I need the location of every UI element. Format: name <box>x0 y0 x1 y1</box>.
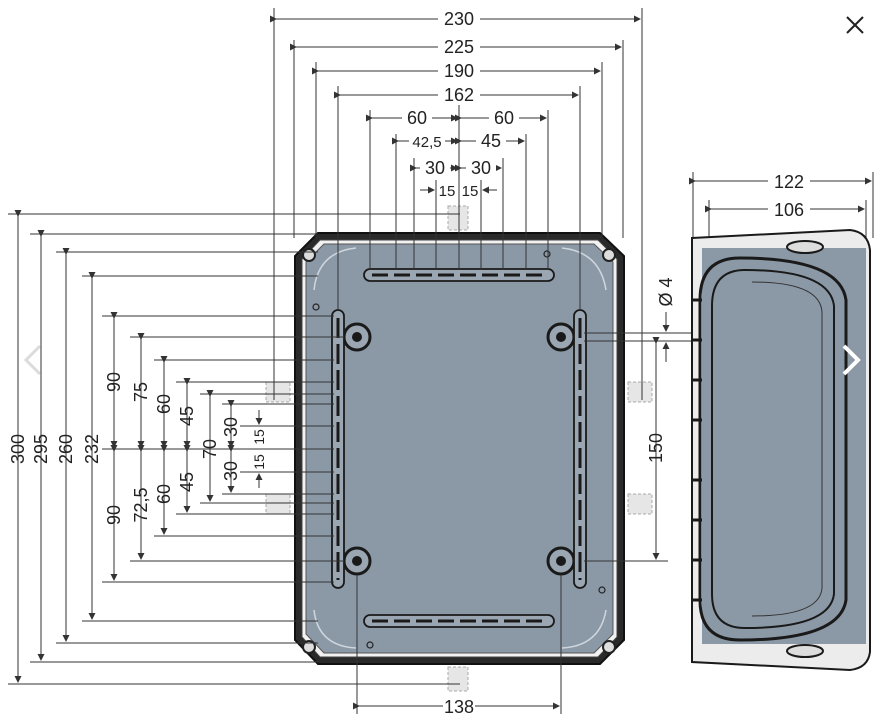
enclosure-panel <box>305 243 614 654</box>
dim-label: 42,5 <box>412 134 441 151</box>
dim-label: 30 <box>471 158 491 178</box>
chevron-right-icon <box>842 344 861 376</box>
dim-label: 45 <box>177 472 197 492</box>
dim-label: 45 <box>177 406 197 426</box>
dim-label: 295 <box>31 434 51 464</box>
rail-slot-left <box>331 309 345 589</box>
mounting-boss <box>546 322 576 352</box>
mounting-boss <box>546 546 576 576</box>
dim-label: 75 <box>131 382 151 402</box>
dim-label: 190 <box>444 61 474 81</box>
dim-label: 150 <box>646 433 666 463</box>
close-button[interactable] <box>840 10 870 40</box>
dim-label: 60 <box>494 108 514 128</box>
dim-label: 15 <box>439 183 456 200</box>
dim-label-diameter: Ø 4 <box>656 277 676 306</box>
rail-slot-bottom <box>363 614 555 628</box>
dim-label: 90 <box>104 505 124 525</box>
dim-label: 232 <box>82 434 102 464</box>
dim-label: 60 <box>154 394 174 414</box>
dim-label: 72,5 <box>131 487 151 522</box>
rail-slot-right <box>573 309 587 589</box>
dim-label: 15 <box>251 454 267 470</box>
dim-label: 60 <box>154 484 174 504</box>
chevron-left-icon <box>23 344 42 376</box>
mounting-boss <box>342 322 372 352</box>
dim-label: 162 <box>444 85 474 105</box>
rail-slot-top <box>363 268 555 282</box>
dim-label: 30 <box>221 461 241 481</box>
dim-label: 260 <box>56 434 76 464</box>
dim-label: 45 <box>481 131 501 151</box>
dim-label: 90 <box>104 372 124 392</box>
dim-label: 106 <box>774 200 804 220</box>
front-view <box>265 205 653 692</box>
dim-label: 30 <box>425 158 445 178</box>
dim-label: 15 <box>251 429 267 445</box>
dim-label: 138 <box>444 697 474 717</box>
dim-label: 300 <box>8 434 28 464</box>
previous-button[interactable] <box>16 340 52 380</box>
close-icon <box>846 16 864 34</box>
dim-label: 225 <box>444 37 474 57</box>
dim-label: 230 <box>444 9 474 29</box>
dim-label: 70 <box>200 439 220 459</box>
side-view <box>691 228 871 672</box>
dim-label: 15 <box>462 183 479 200</box>
dim-label: 122 <box>774 172 804 192</box>
dimension-lines <box>8 8 874 714</box>
dim-label: 30 <box>221 417 241 437</box>
dim-label: 60 <box>407 108 427 128</box>
next-button[interactable] <box>832 340 868 380</box>
mounting-boss <box>342 546 372 576</box>
